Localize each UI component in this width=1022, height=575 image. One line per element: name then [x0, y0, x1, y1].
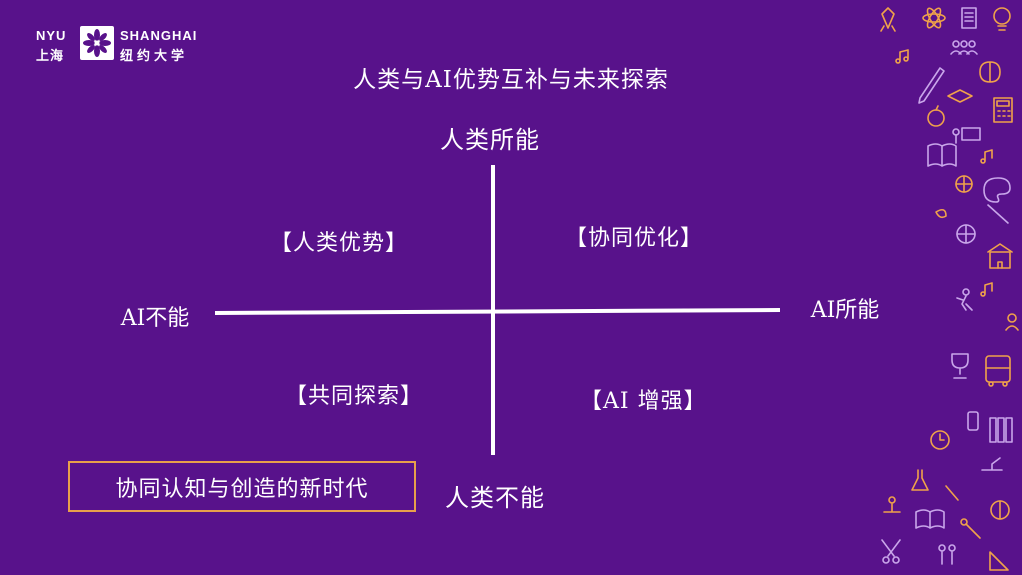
- runner-icon: [956, 288, 973, 311]
- decorative-icon-border: [880, 7, 1019, 571]
- open-book-icon: [927, 143, 957, 167]
- logo-nyu-text: NYU: [36, 28, 67, 43]
- atom-icon: [922, 7, 946, 29]
- bus-icon: [985, 355, 1011, 387]
- axis-label-right: AI所能: [810, 298, 880, 323]
- book-icon: [947, 89, 973, 103]
- thinking-head-icon: [990, 500, 1010, 520]
- wrench-icon: [960, 518, 981, 539]
- people-icon: [950, 40, 978, 55]
- phone-icon: [967, 411, 979, 431]
- rocket-icon: [880, 7, 896, 32]
- horizontal-axis-line: [214, 308, 781, 315]
- triangle-ruler-icon: [989, 551, 1009, 571]
- alarm-clock-icon: [930, 430, 950, 450]
- logo-shanghai-cn-text: 上海: [36, 49, 65, 64]
- conclusion-text: 协同认知与创造的新时代: [115, 476, 369, 502]
- calculator-icon: [993, 97, 1013, 123]
- student-icon: [1005, 313, 1019, 331]
- school-icon: [987, 243, 1013, 269]
- notebook-icon: [961, 7, 977, 29]
- logo-shanghai-text: SHANGHAI: [120, 28, 198, 43]
- reading-book-icon: [915, 509, 945, 529]
- pencil-icon: [918, 67, 945, 104]
- music-note-icon: [895, 49, 993, 297]
- conclusion-box: 协同认知与创造的新时代: [68, 461, 416, 512]
- books-icon: [989, 417, 1013, 443]
- brush-icon: [945, 485, 959, 501]
- scissors-icon: [881, 539, 901, 564]
- logo-nyu-cn-text: 纽约大学: [120, 49, 189, 64]
- flask-icon: [911, 469, 929, 491]
- children-icon: [938, 544, 956, 565]
- light-bulb-icon: [993, 7, 1011, 31]
- desk-student-icon: [883, 496, 901, 513]
- logo-torch-icon: [80, 26, 114, 60]
- basketball-icon: [956, 224, 976, 244]
- microscope-icon: [981, 457, 1003, 471]
- teacher-icon: [952, 127, 981, 144]
- axis-label-top: 人类所能: [440, 126, 540, 154]
- leaf-icon: [935, 208, 947, 219]
- nyu-shanghai-logo: NYU 上海 SHANGHAI 纽约大学: [36, 26, 206, 66]
- quadrant-top-left: 【人类优势】: [270, 231, 409, 256]
- slide-title: 人类与AI优势互补与未来探索: [353, 67, 669, 93]
- trophy-icon: [951, 353, 969, 379]
- palette-icon: [983, 177, 1011, 224]
- brain-icon: [979, 61, 1001, 83]
- axis-label-bottom: 人类不能: [445, 484, 545, 512]
- quadrant-top-right: 【协同优化】: [565, 226, 704, 251]
- apple-icon: [927, 105, 945, 127]
- quadrant-bottom-right: 【AI 增强】: [580, 389, 707, 414]
- quadrant-bottom-left: 【共同探索】: [285, 384, 424, 409]
- globe-icon: [955, 175, 973, 193]
- axis-label-left: AI不能: [120, 306, 190, 331]
